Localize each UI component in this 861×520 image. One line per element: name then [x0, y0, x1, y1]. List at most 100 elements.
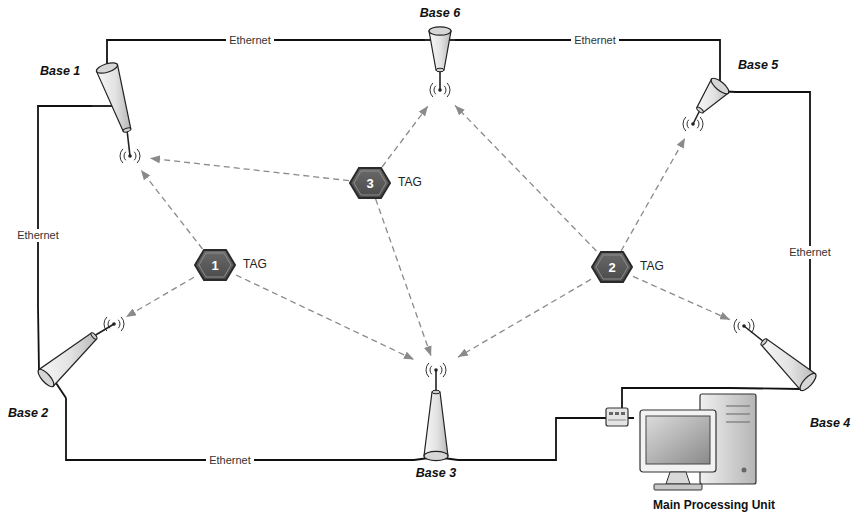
antenna-cone	[429, 31, 451, 70]
antenna-rod	[435, 370, 437, 392]
edge-label: Ethernet	[206, 454, 254, 467]
base-station: Base 3	[414, 356, 458, 462]
signal-arrow	[382, 106, 428, 167]
radio-wave	[687, 120, 689, 128]
base-label: Base 6	[420, 6, 460, 21]
antenna-rod	[439, 70, 441, 90]
computer-icon	[640, 394, 756, 490]
signal-arrow	[458, 279, 591, 357]
base-station: Base 4	[730, 312, 820, 398]
antenna-cone	[97, 65, 131, 132]
radio-wave	[121, 317, 124, 331]
radio-wave	[120, 149, 123, 163]
radio-wave	[700, 117, 703, 131]
radio-wave	[697, 120, 699, 128]
ethernet-cable	[66, 398, 414, 460]
signal-arrow	[150, 158, 349, 180]
radio-wave	[738, 322, 740, 330]
tag-label: TAG	[640, 259, 664, 273]
radio-wave	[134, 152, 136, 160]
antenna-tip	[112, 322, 116, 326]
ethernet-cable	[736, 92, 810, 312]
edge-label: Ethernet	[571, 34, 619, 47]
signal-arrow	[633, 276, 730, 319]
base-station: Base 1	[92, 58, 150, 170]
signal-arrow	[376, 199, 431, 356]
signal-arrow	[621, 138, 685, 251]
base-outline	[730, 312, 820, 398]
radio-wave	[434, 86, 436, 94]
base-station: Base 5	[676, 72, 736, 138]
tag-number: 1	[194, 258, 236, 273]
tag-label: TAG	[398, 175, 422, 189]
tag-node: 3TAG	[349, 167, 391, 199]
signal-arrow	[126, 277, 194, 317]
antenna-base	[798, 371, 819, 393]
antenna-cap	[432, 390, 440, 394]
radio-wave	[734, 319, 737, 333]
antenna-cone	[424, 392, 448, 456]
radio-wave	[447, 83, 450, 97]
mpu-outline	[634, 394, 794, 516]
base-outline	[92, 58, 150, 170]
antenna-tip	[742, 324, 746, 328]
cable-stub	[56, 383, 66, 398]
tag-node: 2TAG	[591, 251, 633, 283]
base-label: Base 3	[416, 466, 456, 481]
antenna-cap	[696, 106, 704, 114]
radio-wave	[683, 117, 686, 131]
radio-wave	[443, 363, 446, 377]
base-outline	[425, 26, 455, 106]
antenna-base	[424, 451, 448, 460]
cable-stub	[38, 306, 39, 372]
signal-arrow	[455, 105, 596, 251]
antenna-tip	[434, 368, 438, 372]
antenna-base	[429, 27, 451, 35]
edge-label: Ethernet	[786, 246, 834, 259]
radio-wave	[430, 83, 433, 97]
tag-node: 1TAG	[194, 249, 236, 281]
signal-arrow	[141, 170, 203, 249]
base-station: Base 6	[425, 26, 455, 106]
antenna-cap	[760, 338, 768, 346]
antenna-tip	[128, 154, 132, 158]
antenna-cap	[123, 127, 132, 133]
radio-wave	[430, 366, 432, 374]
edge-label: Ethernet	[226, 34, 274, 47]
radio-wave	[118, 320, 120, 328]
tag-label: TAG	[243, 257, 267, 271]
base-outline	[676, 72, 736, 138]
antenna-rod	[127, 130, 130, 156]
radio-wave	[137, 149, 140, 163]
radio-wave	[440, 366, 442, 374]
radio-wave	[124, 152, 126, 160]
base-station: Base 2	[14, 306, 126, 398]
antenna-tip	[438, 88, 442, 92]
base-label: Base 5	[738, 58, 778, 73]
tag-hexagon	[195, 250, 235, 280]
radio-wave	[751, 319, 754, 333]
edge-label: Ethernet	[14, 229, 62, 242]
ethernet-cable	[38, 106, 92, 306]
network-switch	[606, 408, 628, 426]
antenna-base	[36, 367, 57, 389]
cable-stub	[730, 388, 800, 389]
radio-wave	[444, 86, 446, 94]
antenna-tip	[691, 122, 695, 126]
base-outline	[414, 356, 458, 462]
tag-number: 3	[349, 176, 391, 191]
antenna-rod	[94, 324, 114, 336]
tag-hexagon	[592, 252, 632, 282]
antenna-base	[95, 61, 119, 76]
antenna-cap	[436, 68, 444, 72]
tag-number: 2	[591, 260, 633, 275]
radio-wave	[426, 363, 429, 377]
cable-stub	[809, 312, 811, 378]
antenna-base	[709, 76, 731, 97]
base-label: Base 4	[810, 416, 850, 431]
base-label: Base 2	[8, 406, 48, 421]
unit-label: Main Processing Unit	[653, 498, 775, 513]
antenna-cap	[90, 332, 98, 340]
antenna-rod	[744, 326, 764, 342]
